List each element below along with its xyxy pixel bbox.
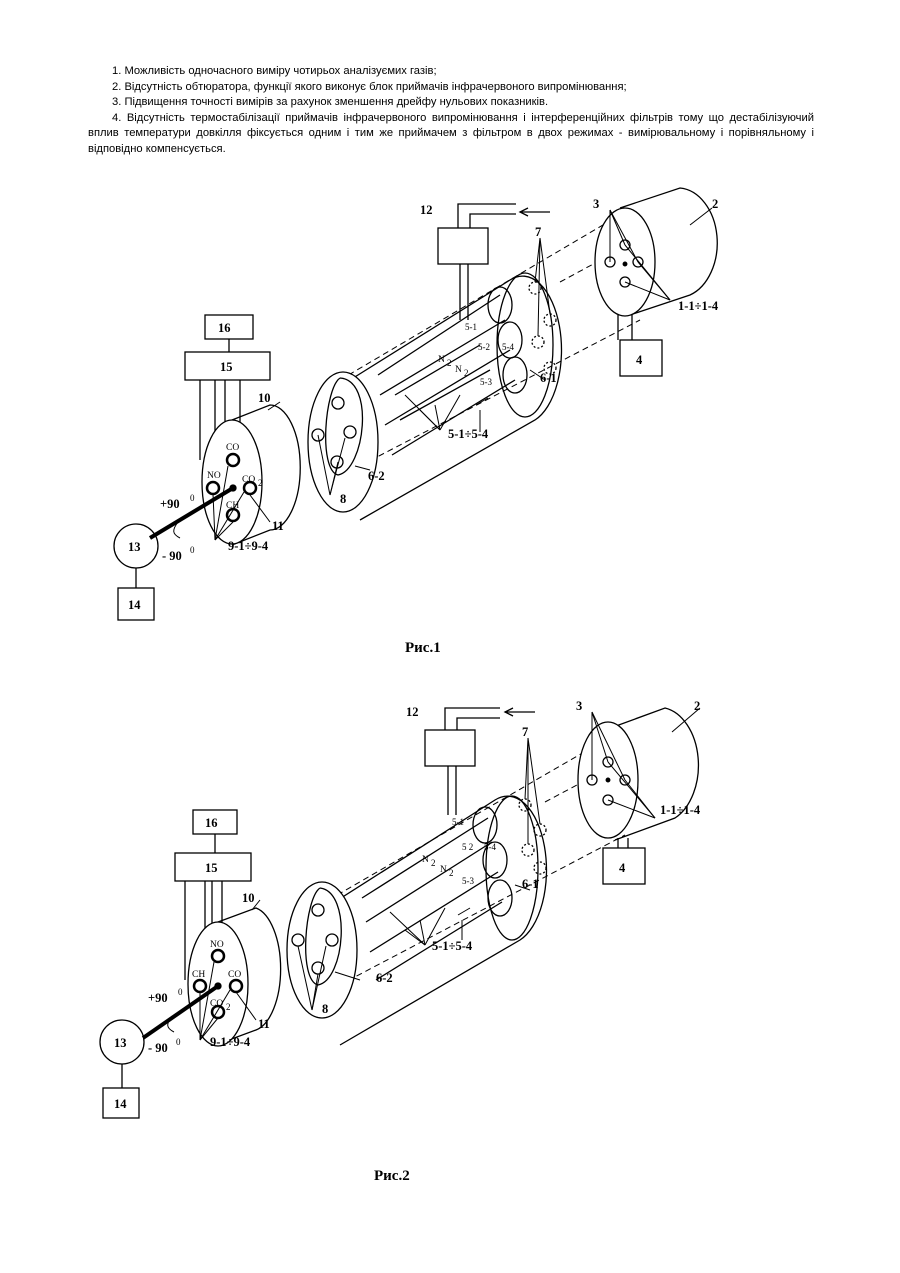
tube-label-5-3: 5-3 (480, 377, 492, 387)
gas-label-co: CO (226, 443, 239, 453)
label-5-1-5-4: 5-1÷5-4 (432, 939, 473, 953)
front-window-6-2 (308, 372, 378, 512)
label-6-1: 6-1 (522, 877, 539, 891)
degree-sign: 0 (176, 1037, 181, 1047)
tube-label-5-2: 5 2 (462, 842, 473, 852)
gas-label-no: NO (207, 471, 221, 481)
gas-label-co: CO (228, 970, 241, 980)
label-11: 11 (272, 519, 284, 533)
label-minus-90: - 90 (148, 1041, 168, 1055)
label-8: 8 (322, 1002, 328, 1016)
n2-subscript: 2 (464, 368, 469, 378)
label-6-1: 6-1 (540, 371, 557, 385)
label-plus-90: +90 (148, 991, 168, 1005)
label-4: 4 (636, 353, 643, 367)
label-1-1-1-4: 1-1÷1-4 (660, 803, 701, 817)
n2-subscript: 2 (447, 358, 452, 368)
label-16: 16 (205, 816, 218, 830)
gas-label-co2: CO (210, 999, 223, 1009)
n2-label: N (455, 365, 462, 375)
gas-subscript: 2 (226, 1002, 231, 1012)
claim-item: 2. Відсутність обтюратора, функції якого… (88, 80, 814, 96)
label-1-1-1-4: 1-1÷1-4 (678, 299, 719, 313)
label-9-1-9-4: 9-1÷9-4 (210, 1035, 251, 1049)
figure-1: 12 3 2 7 1-1÷1-4 4 16 15 10 6-1 6-2 8 5-… (0, 170, 900, 670)
tube-label-5-2: 5-2 (478, 342, 490, 352)
label-13: 13 (114, 1036, 127, 1050)
label-10: 10 (258, 391, 271, 405)
gas-label-ch: CH (192, 970, 205, 980)
front-window-6-2 (287, 882, 357, 1018)
claims-list: 1. Можливість одночасного виміру чотирьо… (88, 64, 814, 157)
block-12 (425, 730, 475, 766)
gas-subscript: 2 (258, 478, 263, 488)
gas-label-co2: CO (242, 475, 255, 485)
figure-2-drawing: 12 3 2 7 1-1÷1-4 4 16 15 10 6-1 6-2 8 5-… (0, 690, 900, 1200)
degree-sign: 0 (190, 493, 195, 503)
gas-label-ch: CH (226, 501, 239, 511)
figure-1-drawing: 12 3 2 7 1-1÷1-4 4 16 15 10 6-1 6-2 8 5-… (0, 170, 900, 670)
n2-subscript: 2 (449, 868, 454, 878)
label-13: 13 (128, 540, 141, 554)
label-16: 16 (218, 321, 231, 335)
n2-subscript: 2 (431, 858, 436, 868)
tube-label-5-4: 5-4 (502, 342, 514, 352)
label-3: 3 (593, 197, 599, 211)
label-5-1-5-4: 5-1÷5-4 (448, 427, 489, 441)
label-12: 12 (406, 705, 419, 719)
label-15: 15 (220, 360, 233, 374)
gas-label-no: NO (210, 940, 224, 950)
n2-label: N (440, 865, 447, 875)
claim-item: 4. Відсутність термостабілізації приймач… (88, 111, 814, 158)
tube-label-5-1: 5-1 (452, 817, 464, 827)
label-3: 3 (576, 699, 582, 713)
label-12: 12 (420, 203, 433, 217)
claim-item: 3. Підвищення точності вимірів за рахуно… (88, 95, 814, 111)
label-14: 14 (128, 598, 141, 612)
label-10: 10 (242, 891, 255, 905)
receiver-cylinder-2 (595, 188, 717, 340)
claim-item: 1. Можливість одночасного виміру чотирьо… (88, 64, 814, 80)
figure-caption: Рис.2 (374, 1168, 410, 1184)
label-11: 11 (258, 1017, 270, 1031)
figure-caption: Рис.1 (405, 640, 441, 656)
figure-2: 12 3 2 7 1-1÷1-4 4 16 15 10 6-1 6-2 8 5-… (0, 690, 900, 1200)
tube-label-5-1: 5-1 (465, 322, 477, 332)
label-2: 2 (694, 699, 700, 713)
label-15: 15 (205, 861, 218, 875)
receiver-cylinder-2 (578, 708, 698, 848)
label-4: 4 (619, 861, 626, 875)
n2-label: N (438, 355, 445, 365)
label-2: 2 (712, 197, 718, 211)
degree-sign: 0 (190, 545, 195, 555)
tube-label-5-3: 5-3 (462, 876, 474, 886)
n2-label: N (422, 855, 429, 865)
label-8: 8 (340, 492, 346, 506)
label-14: 14 (114, 1097, 127, 1111)
label-6-2: 6-2 (368, 469, 385, 483)
label-minus-90: - 90 (162, 549, 182, 563)
label-7: 7 (535, 225, 541, 239)
label-6-2: 6-2 (376, 971, 393, 985)
label-7: 7 (522, 725, 528, 739)
tube-label-5-4: 5-4 (484, 842, 496, 852)
block-12 (438, 228, 488, 264)
label-plus-90: +90 (160, 497, 180, 511)
label-9-1-9-4: 9-1÷9-4 (228, 539, 269, 553)
degree-sign: 0 (178, 987, 183, 997)
